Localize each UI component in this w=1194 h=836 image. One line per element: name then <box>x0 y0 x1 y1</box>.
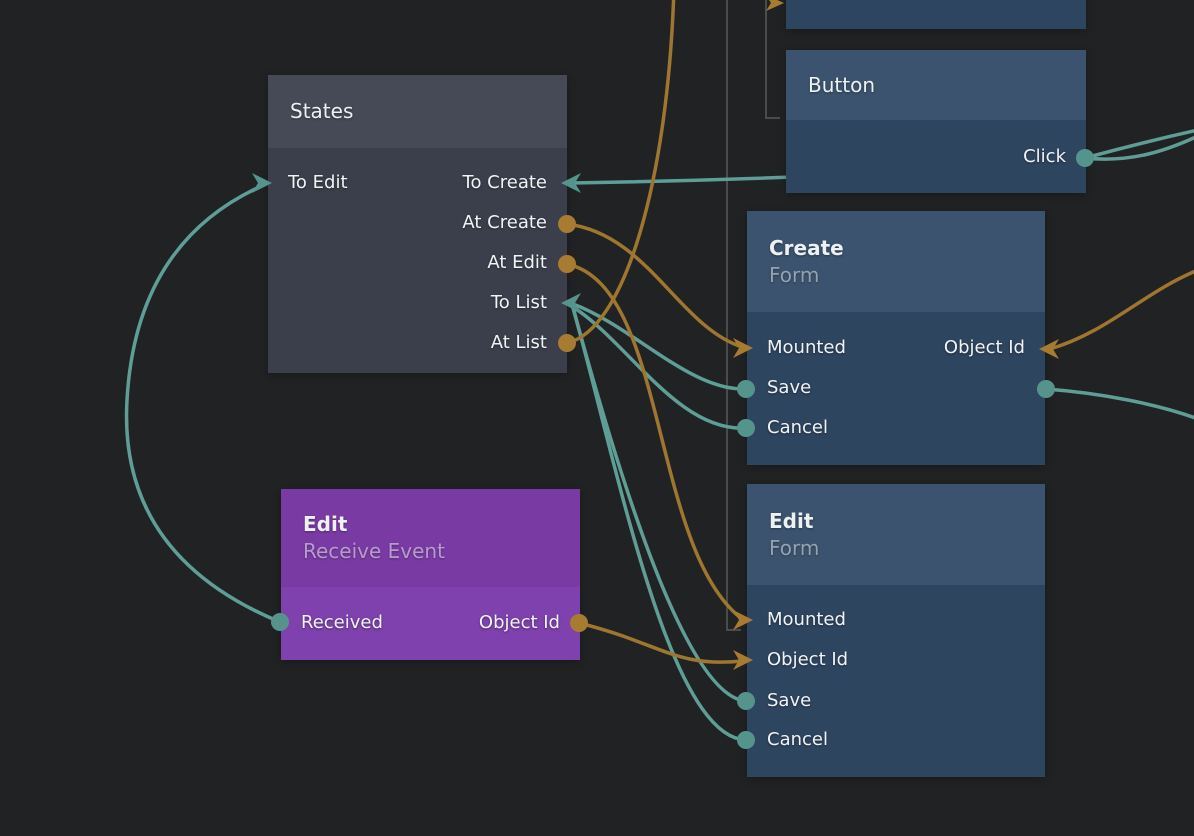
port-objectid-label: Object Id <box>478 612 560 633</box>
port-dot-at-edit[interactable] <box>558 255 576 273</box>
port-click[interactable]: Click <box>786 144 1086 170</box>
port-arrow-edit-mounted-icon[interactable] <box>733 610 753 630</box>
node-title: Button <box>808 73 875 97</box>
node-create-form[interactable]: Create Form Mounted Object Id Save Cance… <box>747 211 1045 465</box>
wire-received-to-edit[interactable] <box>124 182 282 624</box>
port-dot-received[interactable] <box>271 613 289 631</box>
wire-atcreate-to-mounted[interactable] <box>565 222 744 349</box>
port-save[interactable]: Save <box>747 375 1045 401</box>
node-partial-top[interactable] <box>786 0 1086 29</box>
port-save[interactable]: Save <box>747 688 1045 714</box>
port-to-create-label: To Create <box>462 172 547 193</box>
node-header: Create Form <box>747 211 1045 312</box>
node-header: Button <box>786 50 1086 120</box>
port-dot-edit-cancel[interactable] <box>737 731 755 749</box>
port-cancel[interactable]: Cancel <box>747 727 1045 753</box>
node-states[interactable]: States To Edit To Create At Create At Ed… <box>268 75 567 373</box>
port-arrow-top-partial-icon[interactable] <box>766 0 784 11</box>
node-button[interactable]: Button Click <box>786 50 1086 193</box>
port-label: Cancel <box>767 417 828 438</box>
port-dot-create-cancel[interactable] <box>737 419 755 437</box>
node-title: States <box>290 99 354 123</box>
port-cancel[interactable]: Cancel <box>747 415 1045 441</box>
port-row-mounted-objectid[interactable]: Mounted Object Id <box>747 335 1045 361</box>
node-subtitle: Form <box>769 263 820 287</box>
port-label: Save <box>767 377 812 398</box>
node-edit-receive-event[interactable]: Edit Receive Event Received Object Id <box>281 489 580 660</box>
port-at-list[interactable]: At List <box>268 330 567 356</box>
port-dot-at-list[interactable] <box>558 334 576 352</box>
port-to-list[interactable]: To List <box>268 290 567 316</box>
port-row-received-objectid[interactable]: Received Object Id <box>281 610 580 636</box>
port-arrow-create-mounted-icon[interactable] <box>733 338 753 358</box>
port-label: To List <box>490 292 547 313</box>
wire-atlist-offscreen-top[interactable] <box>565 0 676 345</box>
port-dot-create-output[interactable] <box>1037 380 1055 398</box>
port-dot-at-create[interactable] <box>558 215 576 233</box>
port-arrow-create-objectid-icon[interactable] <box>1039 339 1059 359</box>
port-to-edit-label: To Edit <box>288 172 348 193</box>
port-arrow-to-list-icon[interactable] <box>561 293 581 313</box>
node-header: Edit Form <box>747 484 1045 585</box>
port-label: At List <box>490 332 547 353</box>
wire-click-offscreen-a[interactable] <box>1083 129 1194 160</box>
wire-create-save-to-list[interactable] <box>571 302 748 391</box>
wire-edit-cancel-to-list[interactable] <box>572 309 748 742</box>
port-row-to-edit-to-create[interactable]: To Edit To Create <box>268 170 567 196</box>
wire-click-offscreen-b[interactable] <box>1083 135 1194 161</box>
node-header: Edit Receive Event <box>281 489 580 587</box>
port-dot-create-save[interactable] <box>737 380 755 398</box>
port-arrow-edit-objectid-icon[interactable] <box>733 650 753 670</box>
node-header: States <box>268 75 567 148</box>
node-title: Edit <box>769 509 814 533</box>
port-mounted[interactable]: Mounted <box>747 607 1045 633</box>
node-title: Create <box>769 236 844 260</box>
node-title: Edit <box>303 512 348 536</box>
wire-atedit-to-edit-mounted[interactable] <box>565 262 744 621</box>
port-dot-edit-save[interactable] <box>737 692 755 710</box>
port-at-create[interactable]: At Create <box>268 210 567 236</box>
wire-offscreen-to-create-objectid[interactable] <box>1048 269 1194 351</box>
port-arrow-to-edit-icon[interactable] <box>252 173 272 193</box>
wire-objectid-to-edit-objectid[interactable] <box>577 621 744 664</box>
port-mounted-label: Mounted <box>767 337 846 358</box>
port-label: Mounted <box>767 609 846 630</box>
port-label: Cancel <box>767 729 828 750</box>
port-objectid-label: Object Id <box>943 337 1025 358</box>
gray-connection-line[interactable] <box>765 0 780 119</box>
port-label: Click <box>1023 146 1066 167</box>
node-edit-form[interactable]: Edit Form Mounted Object Id Save Cancel <box>747 484 1045 777</box>
port-at-edit[interactable]: At Edit <box>268 250 567 276</box>
wire-edit-save-to-list[interactable] <box>571 306 748 703</box>
port-arrow-to-create-icon[interactable] <box>561 173 581 193</box>
port-label: Object Id <box>767 649 849 670</box>
port-label: At Create <box>462 212 547 233</box>
port-dot-click[interactable] <box>1076 149 1094 167</box>
gray-connection-line[interactable] <box>726 0 741 631</box>
node-subtitle: Form <box>769 536 820 560</box>
port-label: At Edit <box>487 252 547 273</box>
wire-create-cancel-to-list[interactable] <box>571 305 748 430</box>
port-dot-objectid-out[interactable] <box>570 614 588 632</box>
port-label: Save <box>767 690 812 711</box>
port-object-id[interactable]: Object Id <box>747 647 1045 673</box>
node-subtitle: Receive Event <box>303 539 445 563</box>
port-received-label: Received <box>301 612 383 633</box>
wire-create-output-offscreen[interactable] <box>1044 387 1194 420</box>
